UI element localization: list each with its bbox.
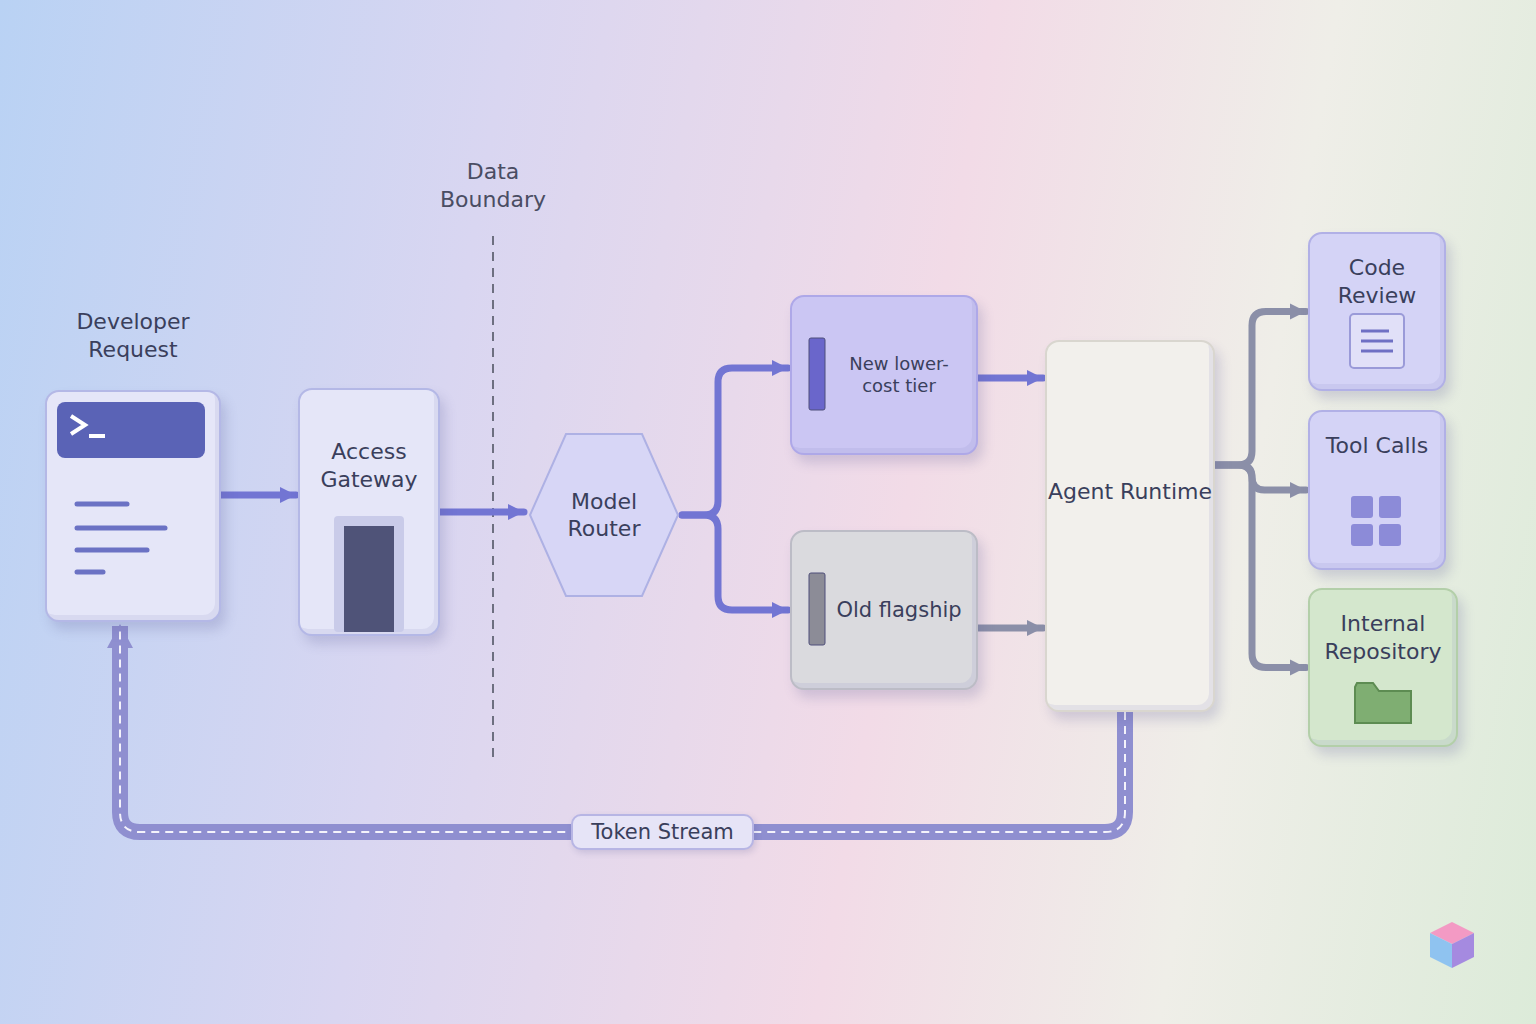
node-label: New lower-cost tier <box>792 353 976 398</box>
node-icon-graphic <box>1351 496 1403 548</box>
node-old: Old flagship <box>790 530 978 690</box>
node-icon <box>1353 679 1413 729</box>
watermark-cube <box>1430 922 1474 968</box>
node-label: Agent Runtime <box>1047 342 1213 506</box>
node-label: Internal Repository <box>1310 590 1456 665</box>
node-icon-graphic <box>1349 313 1405 369</box>
node-rt: Agent Runtime <box>1045 340 1215 712</box>
router-hexagon-graphic <box>526 430 682 600</box>
node-label: Code Review <box>1310 234 1444 309</box>
node-label: Old flagship <box>796 597 971 623</box>
data-boundary-line <box>492 236 494 762</box>
connector <box>1215 465 1306 490</box>
slot-bar-graphic <box>808 337 826 411</box>
node-repo: Internal Repository <box>1308 588 1458 747</box>
node-icon <box>1351 496 1403 552</box>
slot-bar-graphic <box>808 572 826 646</box>
slot-bar <box>808 572 826 650</box>
boundary-label: Data Boundary <box>425 158 561 213</box>
connector <box>1215 465 1306 668</box>
gateway-door <box>334 516 404 636</box>
node-label: Tool Calls <box>1310 412 1444 460</box>
node-label: Access Gateway <box>300 390 438 493</box>
terminal-window <box>45 390 221 622</box>
node-label: Model Router <box>526 488 682 543</box>
connector <box>682 368 788 515</box>
connector <box>440 512 524 513</box>
node-label: Developer Request <box>45 300 221 363</box>
node-dev: Developer Request <box>45 300 221 622</box>
node-icon-graphic <box>1353 679 1413 725</box>
node-tc: Tool Calls <box>1308 410 1446 570</box>
node-tier: New lower-cost tier <box>790 295 978 455</box>
gateway-door-graphic <box>334 516 404 632</box>
node-gate: Access Gateway <box>298 388 440 636</box>
node-cr: Code Review <box>1308 232 1446 391</box>
connector <box>682 515 788 610</box>
connector <box>1215 312 1306 466</box>
connector <box>978 378 1043 379</box>
edge-label: Token Stream <box>571 814 753 850</box>
node-icon <box>1349 313 1405 373</box>
connector <box>221 495 296 496</box>
slot-bar <box>808 337 826 415</box>
connector <box>978 628 1043 629</box>
node-hex: Model Router <box>526 430 682 600</box>
